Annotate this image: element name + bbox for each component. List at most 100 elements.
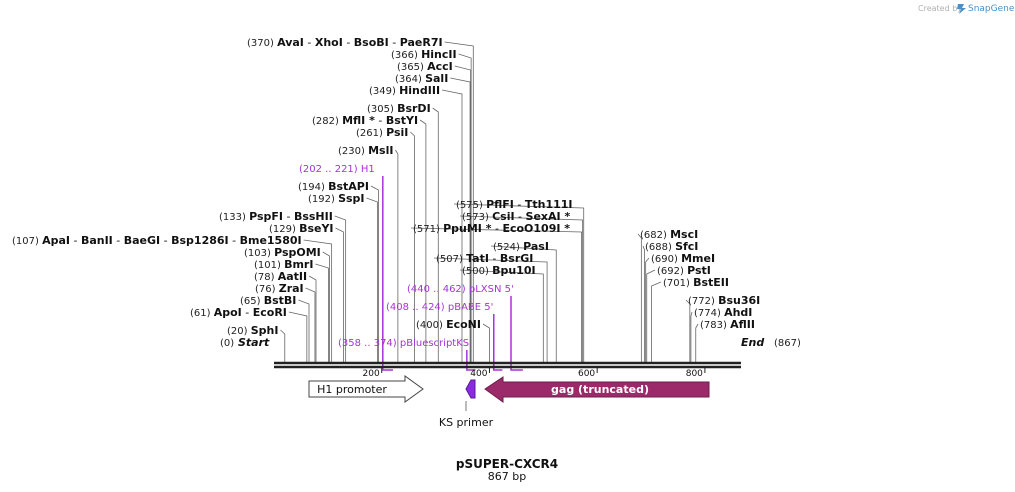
enzyme-name: HindIII (399, 84, 440, 97)
enzyme-name: AatII (278, 270, 307, 283)
site-zrai[interactable]: (76) ZraI (255, 282, 304, 295)
end-position: (867) (774, 338, 801, 349)
site-separator: - (70, 234, 81, 247)
enzyme-name: EcoNI (446, 318, 481, 331)
enzyme-name: BseYI (299, 222, 333, 235)
site-sphi[interactable]: (20) SphI (227, 324, 278, 337)
enzyme-name: ApaI (42, 234, 70, 247)
site-position: (690) (651, 254, 681, 265)
feature-ks-primer[interactable]: KS primer (439, 379, 494, 429)
site-bstbi[interactable]: (65) BstBI (240, 294, 296, 307)
site-bpu10i[interactable]: (500) Bpu10I (462, 264, 536, 277)
enzyme-name: Bsp1286I (171, 234, 229, 247)
enzyme-name: PspFI (249, 210, 283, 223)
primer-plxsn-5[interactable]: (440 .. 462) pLXSN 5' (407, 284, 523, 371)
site-leader (432, 107, 439, 362)
site-sfci[interactable]: (688) SfcI (645, 240, 698, 253)
site-separator: - (489, 252, 500, 265)
site-bsteii[interactable]: (701) BstEII (663, 276, 729, 289)
site-leader (334, 215, 347, 362)
feature-gag[interactable]: gag (truncated) (484, 376, 710, 403)
enzyme-name: PstI (687, 264, 711, 277)
site-leader (410, 227, 582, 362)
site-label: (103) PspOMI (244, 246, 321, 259)
site-csii[interactable]: (573) CsiI - SexAI * (462, 210, 570, 223)
site-label: (349) HindIII (369, 84, 440, 97)
site-leader (459, 269, 544, 362)
credit-brand: SnapGene (968, 4, 1015, 14)
enzyme-name: SspI (338, 192, 364, 205)
site-leader (410, 131, 415, 362)
primer-label: (202 .. 221) H1 (299, 164, 375, 175)
credit-prefix: Created by (918, 4, 962, 13)
site-label: (365) AccI (397, 60, 453, 73)
site-position: (500) (462, 266, 492, 277)
site-position: (20) (227, 326, 251, 337)
site-msli[interactable]: (230) MslI (338, 144, 393, 157)
site-label: (78) AatII (254, 270, 307, 283)
site-bsrdi[interactable]: (305) BsrDI (367, 102, 431, 115)
site-bstapi[interactable]: (194) BstAPI (298, 180, 369, 193)
site-mmei[interactable]: (690) MmeI (651, 252, 715, 265)
site-avai[interactable]: (370) AvaI - XhoI - BsoBI - PaeR7I (247, 36, 443, 49)
site-label: (692) PstI (657, 264, 711, 277)
site-pflfi[interactable]: (575) PflFI - Tth111I (456, 198, 573, 211)
site-position: (76) (255, 284, 279, 295)
site-pspomi[interactable]: (103) PspOMI (244, 246, 321, 259)
site-sali[interactable]: (364) SalI (395, 72, 448, 85)
site-tati[interactable]: (507) TatI - BsrGI (436, 252, 533, 265)
site-leader (637, 233, 642, 362)
site-econi[interactable]: (400) EcoNI (416, 318, 481, 331)
site-psii[interactable]: (261) PsiI (356, 126, 408, 139)
site-acci[interactable]: (365) AccI (397, 60, 453, 73)
site-label: (261) PsiI (356, 126, 408, 139)
site-sspi[interactable]: (192) SspI (308, 192, 365, 205)
site-position: (65) (240, 296, 264, 307)
primer-pbabe-5[interactable]: (408 .. 424) pBABE 5' (386, 302, 503, 371)
site-aatii[interactable]: (78) AatII (254, 270, 307, 283)
enzyme-name: AccI (427, 60, 453, 73)
plasmid-length: 867 bp (488, 470, 526, 483)
site-apoi[interactable]: (61) ApoI - EcoRI (190, 306, 287, 319)
site-leader (453, 203, 585, 362)
site-bmri[interactable]: (101) BmrI (254, 258, 313, 271)
site-leader (685, 299, 691, 362)
primer-bracket (510, 296, 523, 371)
site-mfli[interactable]: (282) MflI * - BstYI (312, 114, 418, 127)
site-leader (645, 257, 650, 362)
site-position: (61) (190, 308, 214, 319)
site-label: (682) MscI (640, 228, 698, 241)
site-msci[interactable]: (682) MscI (640, 228, 698, 241)
site-bsu36i[interactable]: (772) Bsu36I (688, 294, 760, 307)
site-ppumi[interactable]: (571) PpuMI * - EcoO109I * (413, 222, 570, 235)
site-aflii[interactable]: (783) AflII (700, 318, 755, 331)
feature-h1-promoter[interactable]: H1 promoter (308, 375, 424, 403)
enzyme-name: Bsu36I (718, 294, 760, 307)
site-hindiii[interactable]: (349) HindIII (369, 84, 440, 97)
site-bseyi[interactable]: (129) BseYI (269, 222, 334, 235)
site-leader (370, 185, 379, 362)
site-label: (61) ApoI - EcoRI (190, 306, 287, 319)
site-leader (690, 311, 693, 362)
site-hincii[interactable]: (366) HincII (391, 48, 457, 61)
site-pasi[interactable]: (524) PasI (493, 240, 549, 253)
site-label: (76) ZraI (255, 282, 304, 295)
site-position: (573) (462, 212, 492, 223)
site-ahdi[interactable]: (774) AhdI (694, 306, 752, 319)
primer-h1[interactable]: (202 .. 221) H1 (299, 164, 394, 371)
site-leader (280, 329, 286, 362)
enzyme-name: Bme1580I (240, 234, 302, 247)
ruler-tick-label: 800 (686, 369, 703, 379)
site-leader (419, 119, 427, 362)
enzyme-name: BstBI (264, 294, 297, 307)
site-leader (695, 323, 699, 362)
enzyme-name: BsoBI (354, 36, 389, 49)
primer-pbluescriptks[interactable]: (358 .. 374) pBluescriptKS (338, 338, 476, 371)
enzyme-name: MflI * (342, 114, 375, 127)
site-apai[interactable]: (107) ApaI - BanII - BaeGI - Bsp1286I - … (12, 234, 302, 247)
site-pspfi[interactable]: (133) PspFI - BssHII (219, 210, 333, 223)
site-psti[interactable]: (692) PstI (657, 264, 711, 277)
site-position: (194) (298, 182, 328, 193)
